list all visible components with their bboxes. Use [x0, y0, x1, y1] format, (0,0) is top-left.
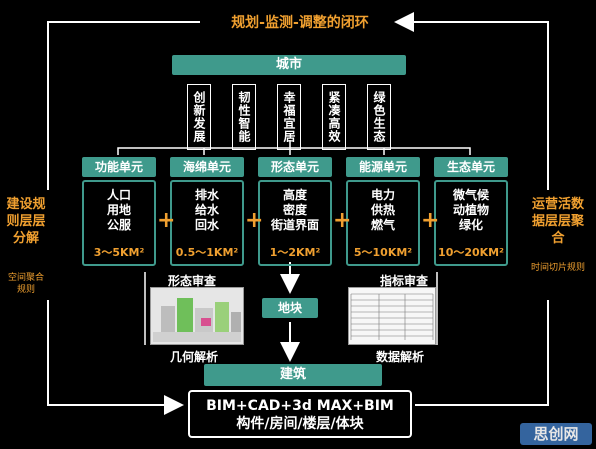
unit-line: 电力: [370, 188, 395, 202]
unit-line: 街道界面: [270, 218, 319, 232]
unit-line: 给水: [194, 203, 219, 217]
geometry-thumbnail: [150, 287, 244, 345]
building-tools-box: BIM+CAD+3d MAX+BIM 构件/房间/楼层/体块: [188, 390, 412, 438]
unit-line: 公服: [106, 218, 131, 232]
goal-resilience: 韧性智能: [232, 84, 256, 150]
city-header: 城市: [172, 55, 406, 75]
unit-line: 排水: [194, 188, 219, 202]
unit-area: 0.5～1KM²: [175, 246, 239, 259]
index-table-thumbnail: [348, 287, 436, 345]
building-model-image: [151, 288, 243, 344]
index-review-label: 指标审查: [380, 274, 429, 288]
building-tools-line2: 构件/房间/楼层/体块: [236, 416, 364, 432]
geometry-analysis-label: 几何解析: [170, 350, 219, 364]
unit-area: 3～5KM²: [93, 246, 145, 259]
plus-sign: +: [421, 208, 440, 233]
left-side-sub: 空间聚合规则: [6, 272, 46, 296]
morph-review-label: 形态审查: [168, 274, 217, 288]
unit-energy-header: 能源单元: [346, 157, 420, 177]
unit-line: 密度: [282, 203, 307, 217]
unit-form-header: 形态单元: [258, 157, 332, 177]
unit-sponge-box: 排水 给水 回水 0.5～1KM²: [170, 180, 244, 266]
data-analysis-label: 数据解析: [376, 350, 425, 364]
city-goals: 创新发展 韧性智能 幸福宜居 紧凑高效 绿色生态: [187, 84, 391, 150]
unit-area: 1～2KM²: [269, 246, 321, 259]
goal-compact: 紧凑高效: [322, 84, 346, 150]
unit-line: 动植物: [452, 203, 489, 217]
unit-line: 微气候: [452, 188, 489, 202]
unit-line: 人口: [106, 188, 131, 202]
goal-innovation: 创新发展: [187, 84, 211, 150]
plot-box: 地块: [262, 298, 318, 318]
unit-area: 5～10KM²: [353, 246, 413, 259]
loop-title: 规划-监测-调整的闭环: [231, 15, 369, 31]
plus-sign: +: [157, 208, 176, 233]
loop-top-left: [47, 21, 200, 190]
unit-line: 高度: [282, 188, 307, 202]
loop-bottom-right: [415, 300, 549, 406]
unit-line: 供热: [370, 203, 395, 217]
unit-line: 燃气: [370, 218, 395, 232]
unit-energy-box: 电力 供热 燃气 5～10KM²: [346, 180, 420, 266]
unit-sponge-header: 海绵单元: [170, 157, 244, 177]
right-side-sub: 时间切片规则: [524, 262, 592, 274]
unit-function-box: 人口 用地 公服 3～5KM²: [82, 180, 156, 266]
unit-function-header: 功能单元: [82, 157, 156, 177]
unit-line: 绿化: [458, 218, 483, 232]
units-bracket: [117, 147, 471, 155]
watermark-logo: 思创网: [520, 423, 592, 445]
right-side-label: 运营活数据层层聚合: [526, 196, 590, 247]
unit-eco-box: 微气候 动植物 绿化 10～20KM²: [434, 180, 508, 266]
loop-bottom-left: [47, 300, 184, 415]
plus-sign: +: [333, 208, 352, 233]
unit-line: 回水: [194, 218, 219, 232]
goal-green: 绿色生态: [367, 84, 391, 150]
loop-top-right: [394, 12, 549, 190]
unit-eco-header: 生态单元: [434, 157, 508, 177]
plus-sign: +: [245, 208, 264, 233]
goal-livable: 幸福宜居: [277, 84, 301, 150]
index-table-image: [349, 288, 435, 344]
building-tools-line1: BIM+CAD+3d MAX+BIM: [206, 398, 394, 414]
left-side-label: 建设规则层层分解: [4, 196, 48, 247]
unit-form-box: 高度 密度 街道界面 1～2KM²: [258, 180, 332, 266]
unit-line: 用地: [106, 203, 131, 217]
building-header: 建筑: [204, 364, 382, 386]
unit-area: 10～20KM²: [438, 246, 504, 259]
